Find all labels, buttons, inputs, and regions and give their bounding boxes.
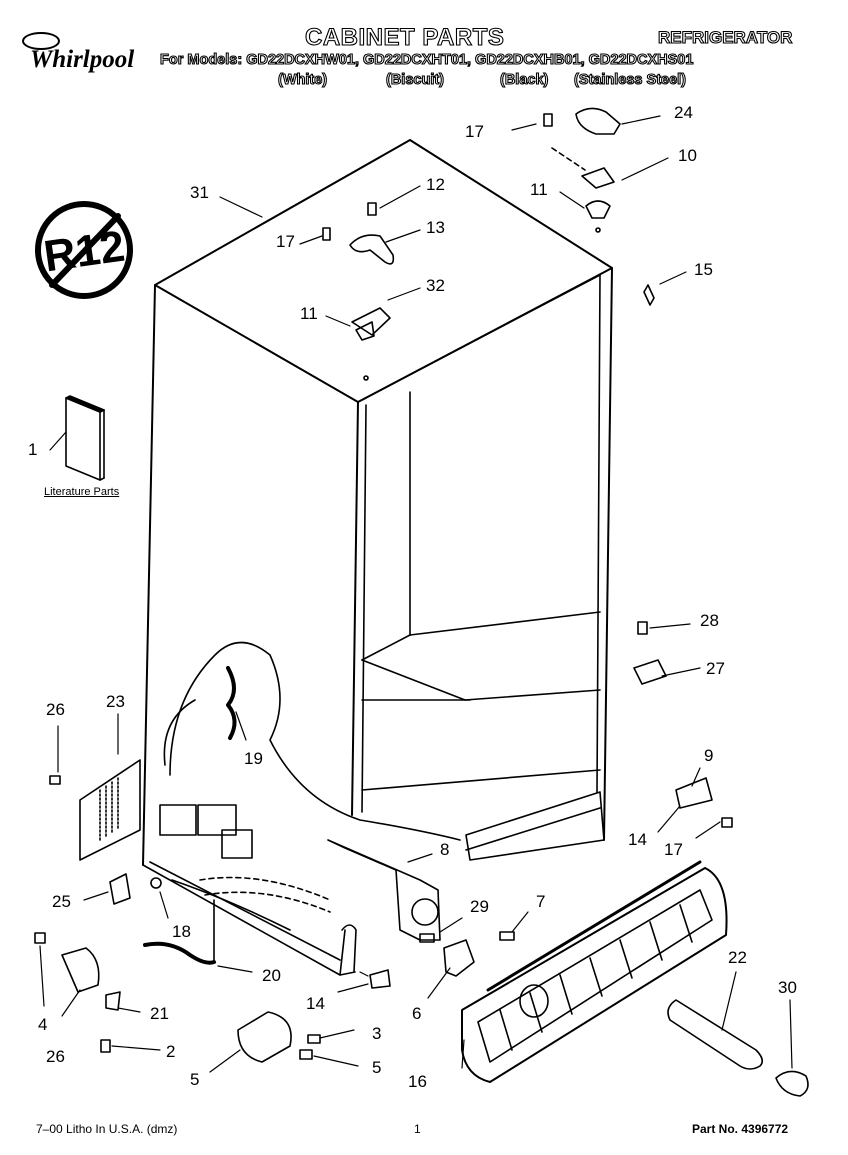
hinge-assembly-right (543, 107, 655, 306)
callout-number: 11 (530, 180, 548, 199)
callout-number: 16 (408, 1072, 427, 1091)
cabinet-shell (142, 139, 613, 976)
hinge-assembly-left (322, 202, 395, 381)
callout-number: 8 (440, 840, 450, 859)
callout-number: 7 (536, 892, 546, 911)
callout-number: 12 (426, 175, 445, 194)
variant-white: (White) (277, 71, 328, 88)
base-grille (461, 860, 728, 1083)
variant-stainless: (Stainless Steel) (573, 71, 687, 88)
callout-number: 3 (372, 1024, 382, 1043)
callout-number: 13 (426, 218, 445, 237)
page-title: CABINET PARTS (304, 23, 505, 51)
callout-number: 5 (190, 1070, 200, 1089)
leader-lines (39, 115, 793, 1073)
callout-number: 20 (262, 966, 281, 985)
callout-number: 17 (465, 122, 484, 141)
callout-number: 10 (678, 146, 697, 165)
callout-number: 26 (46, 1047, 65, 1066)
footer-page-number: 1 (414, 1122, 421, 1136)
models-line: For Models: GD22DCXHW01, GD22DCXHT01, GD… (159, 51, 694, 68)
callout-number: 17 (276, 232, 295, 251)
callout-number: 5 (372, 1058, 382, 1077)
callout-number: 4 (38, 1015, 48, 1034)
callout-number: 29 (470, 897, 489, 916)
water-filter-cartridge (667, 999, 809, 1097)
r12-badge-text: R12 (41, 222, 128, 282)
callout-number: 27 (706, 659, 725, 678)
category-label: REFRIGERATOR (657, 27, 793, 47)
callout-number: 24 (674, 103, 693, 122)
literature-booklet (65, 395, 105, 481)
callout-number: 15 (694, 260, 713, 279)
callout-number: 31 (190, 183, 209, 202)
callout-number: 18 (172, 922, 191, 941)
trim-brackets (633, 621, 733, 828)
r12-prohibition-icon: R12 (35, 201, 133, 299)
variant-biscuit: (Biscuit) (385, 71, 444, 88)
water-valve-components (34, 666, 391, 1063)
callout-number: 14 (628, 830, 647, 849)
variant-black: (Black) (499, 71, 549, 88)
callout-number: 14 (306, 994, 325, 1013)
callout-number: 30 (778, 978, 797, 997)
callout-number: 23 (106, 692, 125, 711)
callout-number: 11 (300, 304, 318, 323)
callout-number: 9 (704, 746, 714, 765)
footer-part-number: Part No. 4396772 (692, 1122, 789, 1136)
callout-number: 21 (150, 1004, 169, 1023)
callout-number: 26 (46, 700, 65, 719)
callout-number: 22 (728, 948, 747, 967)
brand-name: Whirlpool (30, 46, 135, 73)
callout-number: 2 (166, 1042, 176, 1061)
callout-number: 28 (700, 611, 719, 630)
footer-litho: 7–00 Litho In U.S.A. (dmz) (36, 1122, 178, 1136)
callout-number: 1 (28, 440, 38, 459)
filter-housing (327, 839, 515, 977)
logo-swoosh-icon (22, 32, 60, 50)
literature-parts-label: Literature Parts (44, 486, 120, 498)
callout-number: 25 (52, 892, 71, 911)
callout-number: 19 (244, 749, 263, 768)
callout-number: 17 (664, 840, 683, 859)
callout-number: 32 (426, 276, 445, 295)
callout-number: 6 (412, 1004, 422, 1023)
